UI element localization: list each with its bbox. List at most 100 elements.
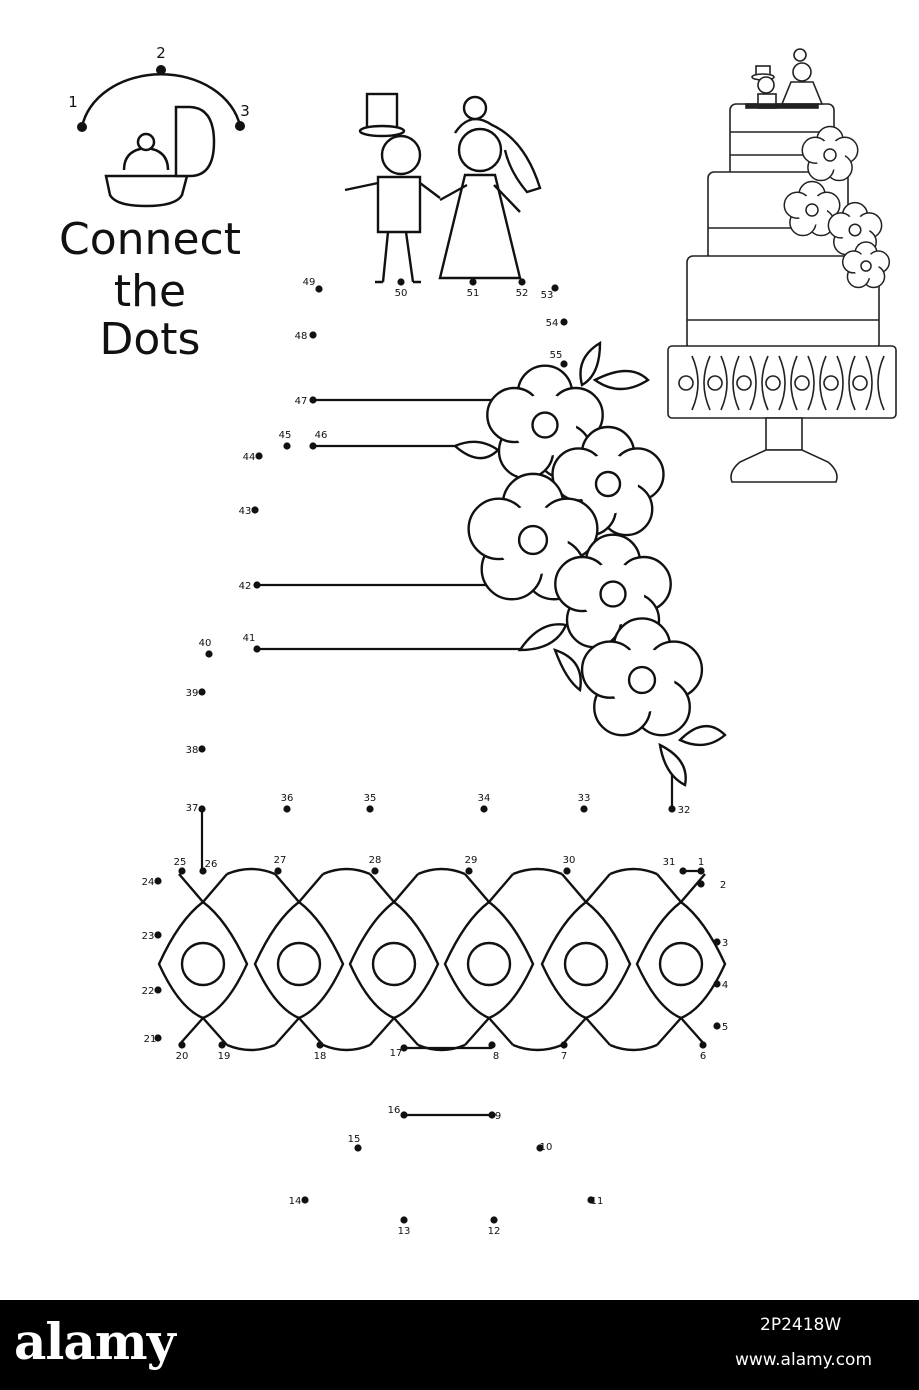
dot-39 [198, 688, 206, 696]
dot-1 [697, 867, 705, 875]
leaf [579, 340, 602, 387]
lace-v [561, 873, 611, 904]
lace-curve [348, 901, 395, 1020]
dot-9 [488, 1111, 496, 1119]
example-arc [80, 73, 242, 128]
example-dot-label: 1 [68, 93, 78, 111]
dot-label: 5 [722, 1022, 728, 1033]
dot-label: 20 [176, 1051, 189, 1062]
dot-label: 43 [239, 506, 252, 517]
dot-26 [199, 867, 207, 875]
dot-24 [154, 877, 162, 885]
dot-label: 30 [563, 855, 576, 866]
dot-7 [560, 1041, 568, 1049]
dot-label: 22 [142, 986, 155, 997]
lace-v [561, 1016, 611, 1046]
lace-curve [585, 901, 632, 1020]
lace-bottom [417, 1043, 466, 1052]
lace-top [226, 867, 276, 876]
dot-label: 52 [516, 288, 529, 299]
flower [554, 533, 672, 649]
dot-label: 46 [315, 430, 328, 441]
flower [783, 180, 841, 237]
lace-curve [635, 901, 682, 1020]
site-url: www.alamy.com [735, 1350, 873, 1370]
dot-25 [178, 867, 186, 875]
dot-label: 19 [218, 1051, 231, 1062]
finished-cake-details [678, 125, 891, 411]
mini-pearl [678, 375, 694, 391]
dot-8 [488, 1041, 496, 1049]
dot-label: 14 [289, 1196, 302, 1207]
example-dot-label: 3 [240, 102, 250, 120]
dot-10 [536, 1144, 544, 1152]
dot-label: 2 [720, 880, 726, 891]
flower [551, 425, 665, 537]
dot-33 [580, 805, 588, 813]
lace-curve [443, 901, 490, 1020]
mini-lace [807, 355, 827, 411]
lace-top [609, 867, 658, 876]
dot-label: 18 [314, 1051, 327, 1062]
dot-label: 42 [239, 581, 252, 592]
flower [827, 201, 883, 256]
mini-lace [865, 355, 885, 411]
dot-34 [480, 805, 488, 813]
lace-curve [393, 901, 440, 1020]
dot-42 [253, 581, 261, 589]
lace-top [322, 867, 371, 876]
dot-40 [205, 650, 213, 658]
mini-pearl [852, 375, 868, 391]
title-line-2: the [113, 266, 187, 317]
dot-50 [397, 278, 405, 286]
ring-gem [136, 132, 156, 152]
dot-6 [699, 1041, 707, 1049]
lace-v [464, 1016, 514, 1046]
flower [580, 617, 704, 737]
lace-v [464, 873, 514, 904]
dot-22 [154, 986, 162, 994]
lace-bottom [322, 1043, 371, 1052]
dot-label: 33 [578, 793, 591, 804]
dot-label: 41 [243, 633, 256, 644]
lace-v [369, 873, 419, 904]
dot-20 [178, 1041, 186, 1049]
dot-2 [697, 880, 705, 888]
lace-pearl [658, 941, 704, 987]
mini-pearl [736, 375, 752, 391]
dot-label: 3 [722, 938, 728, 949]
dot-label: 13 [398, 1226, 411, 1237]
title-line-1: Connect [59, 214, 241, 265]
dot-label: 55 [550, 350, 563, 361]
dot-16 [400, 1111, 408, 1119]
lace-top [417, 867, 466, 876]
ring-box-lid [174, 105, 216, 178]
dot-21 [154, 1034, 162, 1042]
dot-label: 31 [663, 857, 676, 868]
dot-51 [469, 278, 477, 286]
dot-31 [679, 867, 687, 875]
dot-label: 48 [295, 331, 308, 342]
leaf [517, 623, 568, 652]
dot-14 [301, 1196, 309, 1204]
dot-label: 44 [243, 452, 256, 463]
couple-figure [344, 92, 542, 284]
leaf [452, 440, 500, 460]
dot-label: 37 [186, 803, 199, 814]
lace-curve [157, 901, 204, 1020]
lace-curve [202, 901, 249, 1020]
dot-4 [713, 980, 721, 988]
dot-28 [371, 867, 379, 875]
lace-v [178, 1016, 228, 1046]
dot-label: 39 [186, 688, 199, 699]
dot-45 [283, 442, 291, 450]
dot-label: 11 [591, 1196, 604, 1207]
dot-label: 24 [142, 877, 155, 888]
dot-label: 23 [142, 931, 155, 942]
dot-label: 12 [488, 1226, 501, 1237]
lace-curve [253, 901, 300, 1020]
leaf [592, 369, 650, 391]
lace-band [157, 867, 727, 1052]
dot-label: 34 [478, 793, 491, 804]
dot-17 [400, 1044, 408, 1052]
